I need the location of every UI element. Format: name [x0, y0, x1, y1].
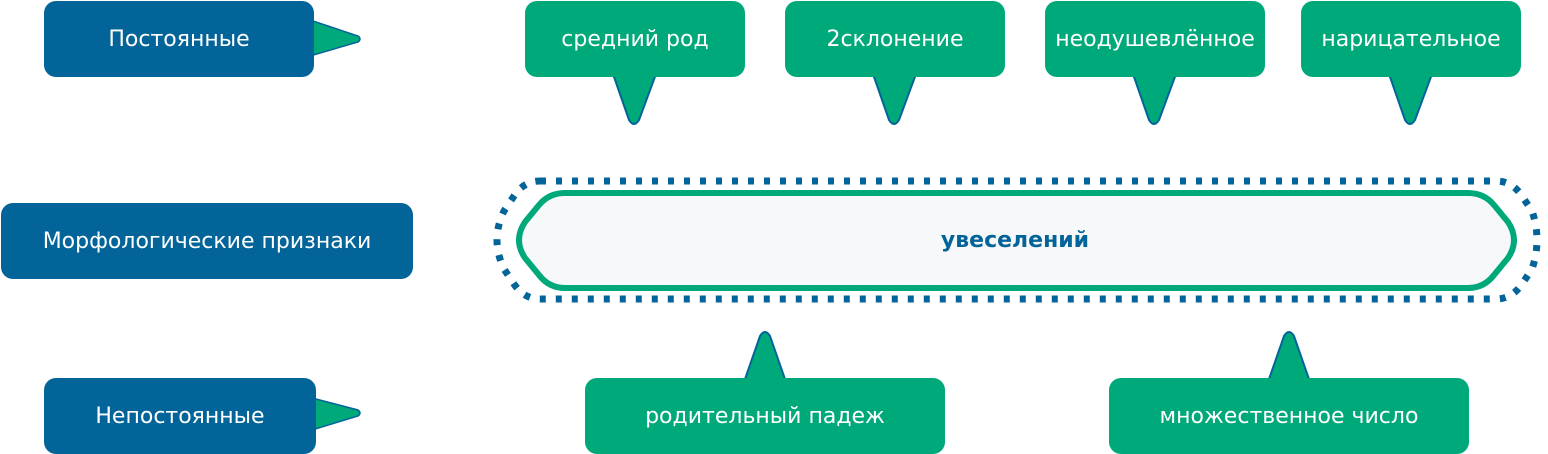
callout-tail-up [1266, 331, 1312, 383]
feature-common-noun-text: нарицательное [1321, 26, 1501, 52]
nonpermanent-label: Непостоянные [44, 378, 316, 454]
feature-gender-text: средний род [561, 26, 709, 52]
feature-declension-text: 2склонение [826, 26, 964, 52]
callout-tail-down [1131, 73, 1178, 125]
center-word: увеселений [520, 193, 1510, 288]
permanent-label: Постоянные [44, 1, 314, 77]
feature-gender: средний род [525, 1, 745, 77]
callout-tail-down [871, 73, 918, 125]
feature-common-noun: нарицательное [1301, 1, 1521, 77]
callout-tail-down [1387, 73, 1434, 125]
morphological-features-text: Морфологические признаки [42, 228, 372, 254]
feature-animacy: неодушевлённое [1045, 1, 1265, 77]
callout-tail-down [611, 73, 658, 125]
permanent-label-text: Постоянные [108, 26, 250, 52]
feature-case-text: родительный падеж [645, 403, 885, 429]
center-inner-outline [516, 190, 1517, 291]
nonpermanent-label-text: Непостоянные [95, 403, 265, 429]
feature-number: множественное число [1109, 378, 1469, 454]
permanent-arrow-tail [309, 18, 361, 57]
feature-animacy-text: неодушевлённое [1055, 26, 1255, 52]
center-word-text: увеселений [940, 228, 1090, 253]
feature-case: родительный падеж [585, 378, 945, 454]
feature-number-text: множественное число [1159, 403, 1419, 429]
callout-tail-up [742, 331, 788, 383]
feature-declension: 2склонение [785, 1, 1005, 77]
nonpermanent-arrow-tail [311, 397, 361, 432]
center-outer-dotted-outline [493, 177, 1541, 303]
morphological-features-label: Морфологические признаки [1, 203, 413, 279]
